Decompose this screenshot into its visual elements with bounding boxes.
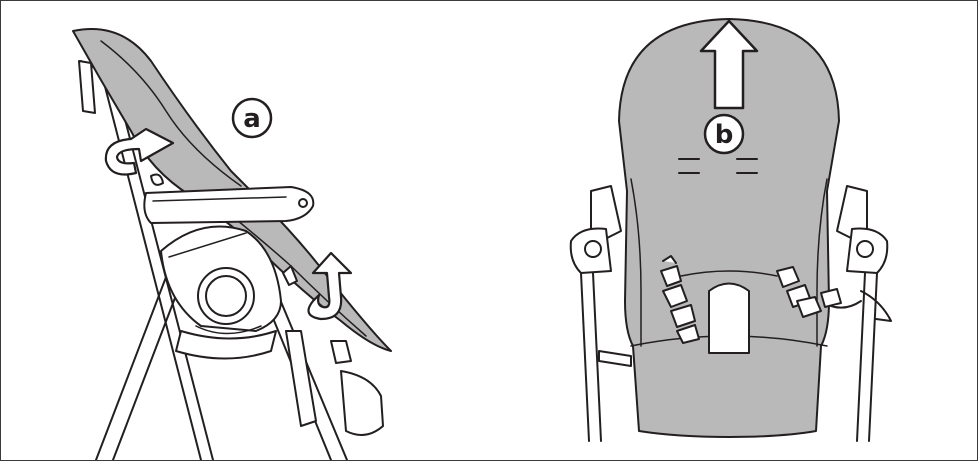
armrest: [143, 186, 315, 224]
rear-wheel-cover: [340, 370, 384, 436]
seat-cover: [618, 18, 840, 438]
panel-b-front-view: b: [481, 1, 977, 460]
height-adjuster: [285, 330, 317, 427]
step-label-b-text: b: [715, 120, 734, 150]
harness-buckle-left: [660, 255, 700, 344]
panel-a-side-view: a: [1, 1, 481, 460]
step-label-a: a: [231, 97, 273, 139]
curved-rotate-arrow-icon: [104, 127, 175, 176]
high-chair-side-illustration: a: [72, 28, 392, 460]
step-label-b: b: [703, 113, 745, 155]
curved-rotate-arrow-icon-lower: [307, 251, 353, 321]
harness-buckle-right: [776, 266, 862, 318]
step-label-a-text: a: [243, 104, 261, 134]
high-chair-front-illustration: b: [569, 18, 892, 442]
up-arrow-icon: [699, 19, 759, 110]
front-leg-left: [95, 250, 177, 460]
crotch-strap-opening: [708, 282, 750, 354]
